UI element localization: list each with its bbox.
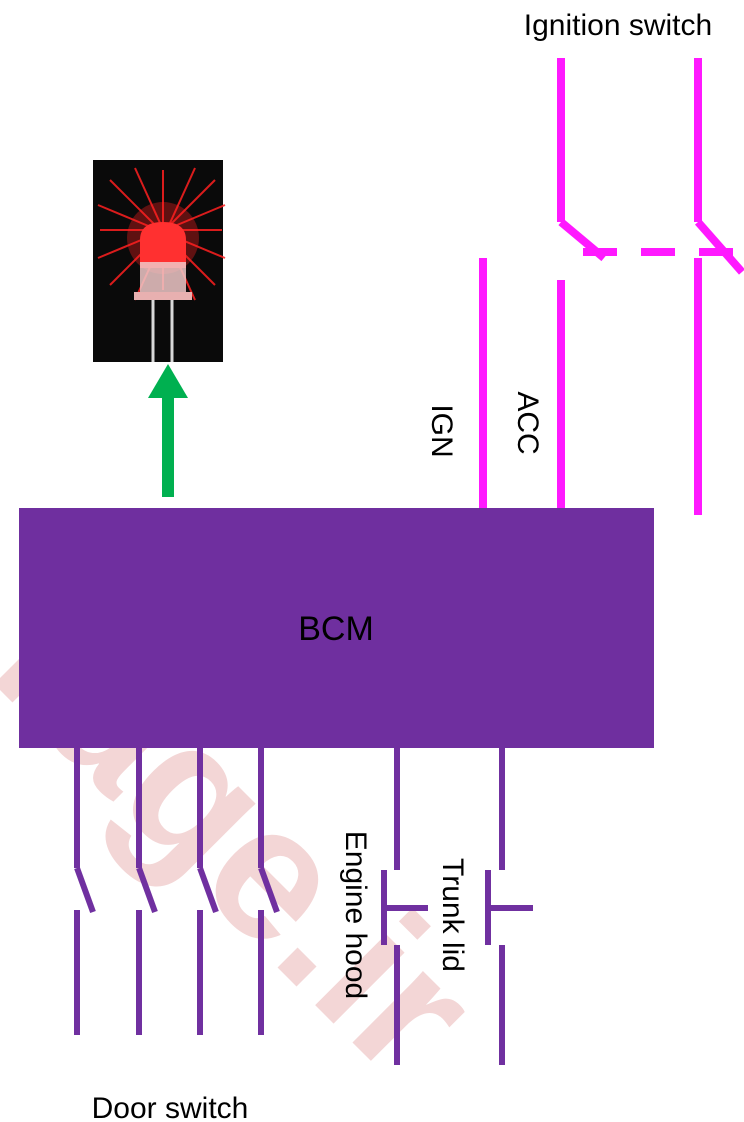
- door-switch-label: Door switch: [92, 1092, 249, 1122]
- acc-label: ACC: [511, 391, 544, 454]
- engine-hood-label: Engine hood: [339, 831, 372, 1000]
- ign-label: IGN: [425, 404, 458, 457]
- engine-hood-switch: [381, 748, 428, 1065]
- trunk-lid-switch: [485, 748, 533, 1065]
- red-led-lamp-icon: [93, 160, 226, 362]
- ignition-switch-label: Ignition switch: [524, 9, 712, 42]
- door-switches: [74, 748, 280, 1035]
- ignition-switch: [557, 58, 744, 275]
- up-arrow-icon: [148, 364, 188, 497]
- bcm-module: [19, 508, 654, 748]
- bcm-label: BCM: [298, 610, 374, 648]
- trunk-lid-label: Trunk lid: [436, 858, 469, 972]
- ignition-wires: [479, 258, 702, 515]
